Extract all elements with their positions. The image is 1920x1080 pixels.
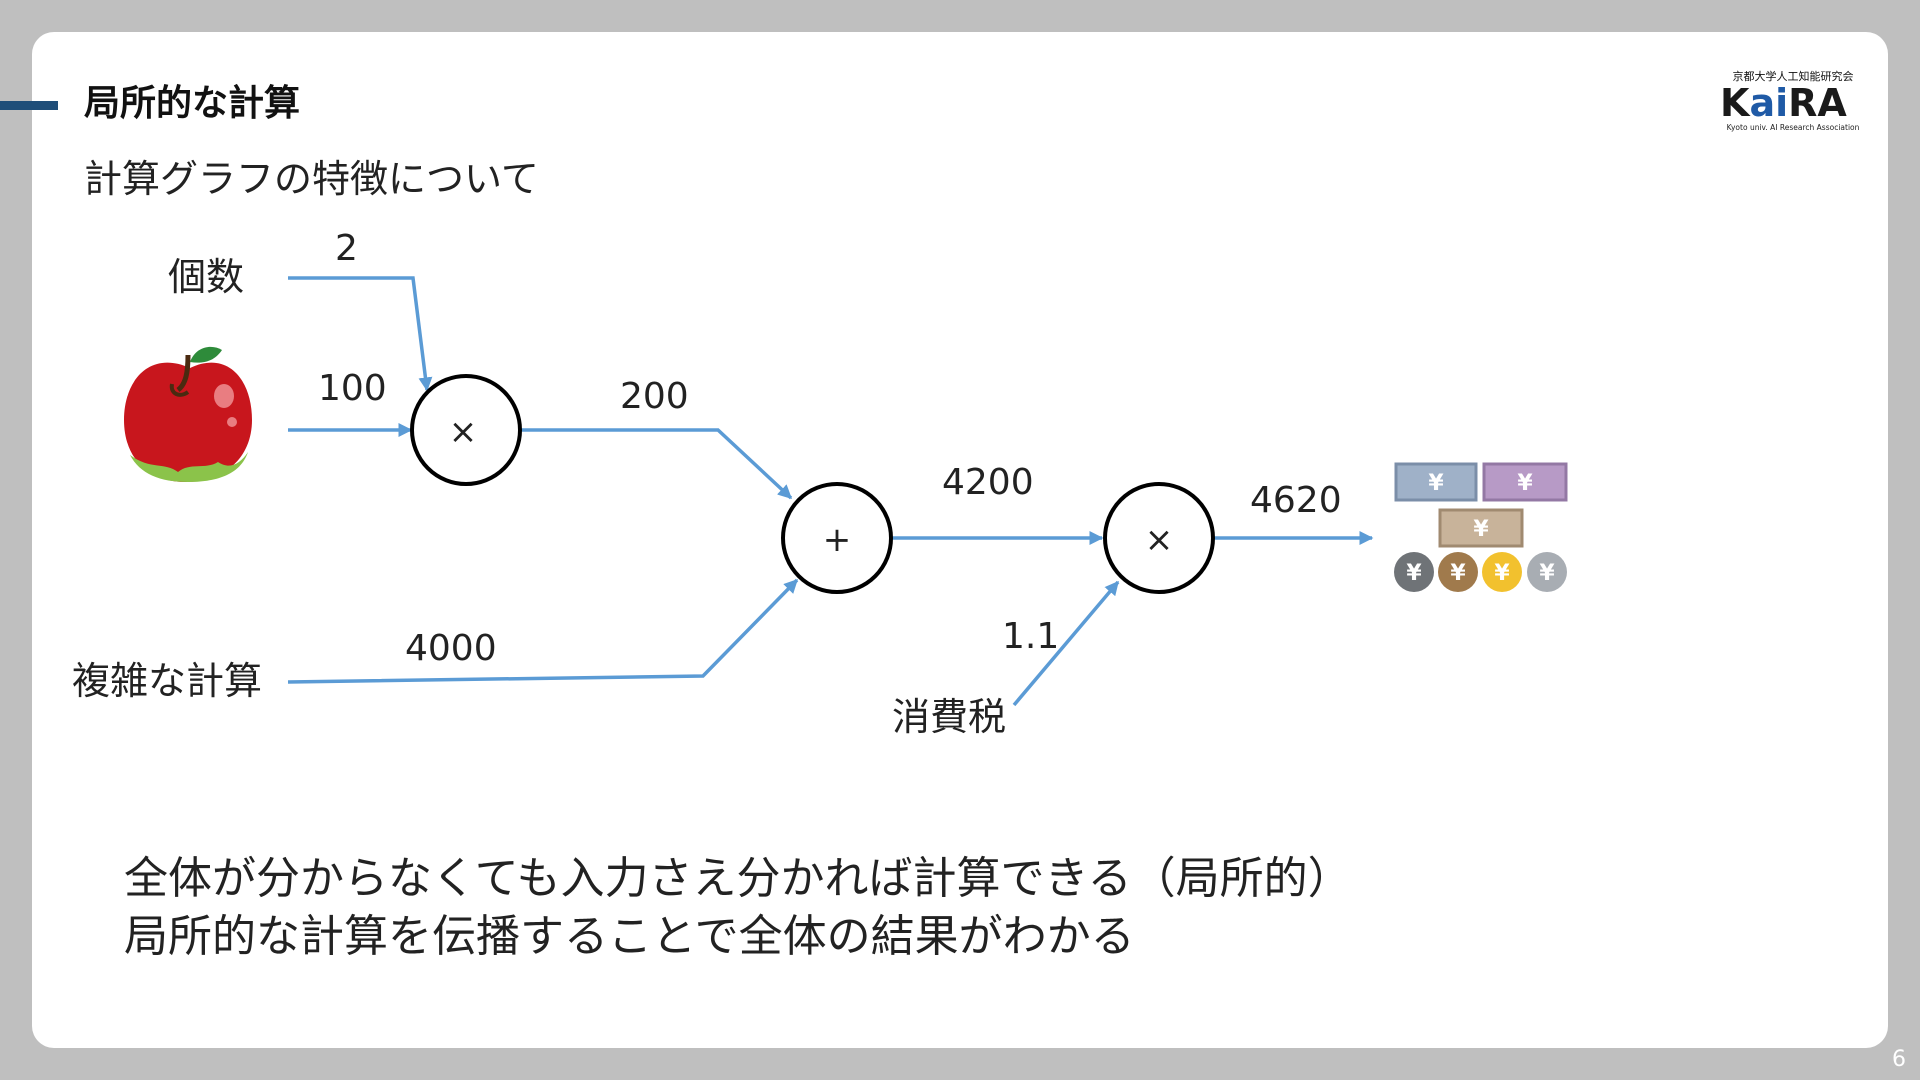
svg-text:¥: ¥ bbox=[1473, 517, 1489, 542]
edge-mul1-to-add bbox=[521, 428, 793, 500]
summary-line-2: 局所的な計算を伝播することで全体の結果がわかる bbox=[124, 911, 1135, 962]
slide-subtitle: 計算グラフの特徴について bbox=[84, 157, 539, 201]
value-count: 2 bbox=[335, 228, 358, 269]
value-apple-price: 100 bbox=[318, 368, 387, 409]
svg-text:¥: ¥ bbox=[1450, 561, 1466, 586]
kaira-logo: 京都大学人工知能研究会 KaiRA Kyoto univ. AI Researc… bbox=[1720, 69, 1860, 132]
value-result: 4620 bbox=[1250, 480, 1342, 521]
value-tax: 1.1 bbox=[1002, 616, 1059, 657]
logo-top-text: 京都大学人工知能研究会 bbox=[1733, 69, 1854, 83]
svg-text:¥: ¥ bbox=[1494, 561, 1510, 586]
multiply-symbol: × bbox=[1145, 520, 1174, 560]
money-icon: ¥ ¥ ¥ ¥ ¥ ¥ ¥ bbox=[1394, 462, 1568, 592]
edge-complex-to-add bbox=[287, 578, 799, 684]
logo-tagline: Kyoto univ. AI Research Association bbox=[1727, 123, 1860, 132]
value-mul1-output: 200 bbox=[620, 376, 689, 417]
title-accent-bar bbox=[0, 101, 58, 110]
apple-icon bbox=[124, 346, 252, 482]
label-count: 個数 bbox=[168, 255, 244, 299]
summary-line-1: 全体が分からなくても入力さえ分かれば計算できる（局所的） bbox=[124, 853, 1352, 904]
label-complex-calc: 複雑な計算 bbox=[72, 659, 262, 703]
svg-text:¥: ¥ bbox=[1539, 561, 1555, 586]
add-node: + bbox=[781, 482, 893, 594]
multiply-symbol: × bbox=[449, 412, 478, 452]
svg-text:¥: ¥ bbox=[1428, 471, 1444, 496]
edge-tax-to-mul2 bbox=[1012, 580, 1120, 707]
svg-text:¥: ¥ bbox=[1517, 471, 1533, 496]
multiply-node-1: × bbox=[410, 374, 522, 486]
slide-title: 局所的な計算 bbox=[84, 83, 301, 124]
slide-canvas bbox=[32, 32, 1888, 1048]
summary-text: 全体が分からなくても入力さえ分かれば計算できる（局所的） 局所的な計算を伝播する… bbox=[124, 850, 1352, 966]
plus-symbol: + bbox=[823, 520, 852, 560]
value-complex-output: 4000 bbox=[405, 628, 497, 669]
page-number: 6 bbox=[1892, 1047, 1906, 1072]
value-add-output: 4200 bbox=[942, 462, 1034, 503]
edge-count-to-mul1 bbox=[288, 276, 433, 392]
logo-brand: KaiRA bbox=[1720, 81, 1847, 125]
svg-text:¥: ¥ bbox=[1406, 561, 1422, 586]
multiply-node-2: × bbox=[1103, 482, 1215, 594]
label-consumption-tax: 消費税 bbox=[892, 695, 1006, 739]
